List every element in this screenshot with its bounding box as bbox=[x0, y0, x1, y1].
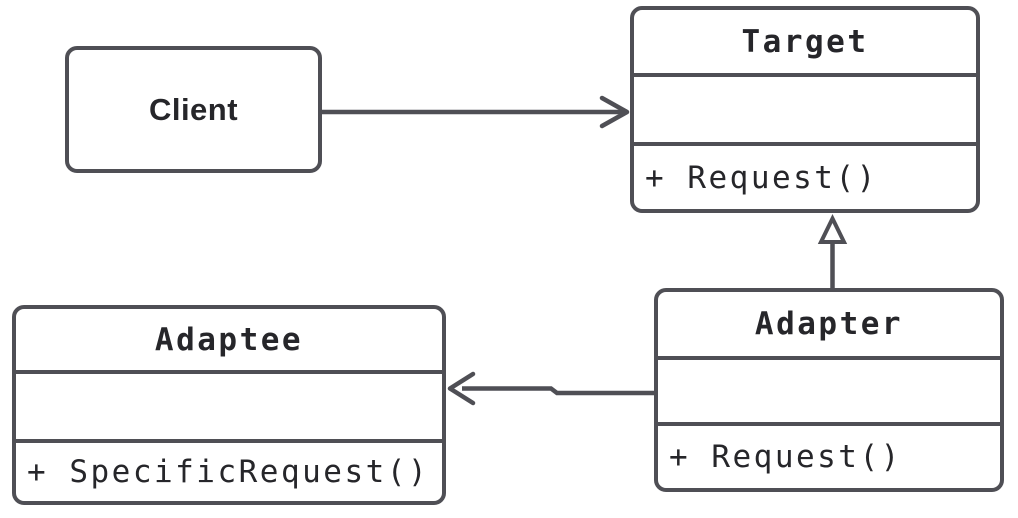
generalization-arrow-adapter-target bbox=[817, 213, 848, 291]
adaptee-class-title: Adaptee bbox=[154, 321, 304, 358]
target-operations-compartment: + Request() bbox=[645, 159, 878, 196]
open-arrowhead-icon bbox=[447, 371, 476, 406]
association-arrow-client-target bbox=[322, 95, 630, 129]
node-client: Client bbox=[65, 46, 322, 173]
association-arrow-adapter-adaptee bbox=[447, 371, 654, 406]
adaptee-operations-compartment: + SpecificRequest() bbox=[27, 454, 430, 490]
adapter-attributes-compartment bbox=[658, 356, 1000, 426]
class-box-adaptee: Adaptee + SpecificRequest() bbox=[12, 305, 446, 505]
adaptee-attributes-compartment bbox=[16, 370, 442, 443]
open-arrowhead-icon bbox=[599, 95, 630, 129]
class-box-adapter: Adapter + Request() bbox=[654, 288, 1004, 492]
target-attributes-compartment bbox=[634, 73, 976, 146]
hollow-triangle-arrowhead-icon bbox=[817, 213, 848, 244]
class-box-target: Target + Request() bbox=[630, 6, 980, 213]
target-class-title: Target bbox=[741, 23, 869, 60]
adapter-operations-compartment: + Request() bbox=[669, 439, 902, 475]
client-label: Client bbox=[148, 91, 239, 127]
adapter-class-title: Adapter bbox=[754, 306, 904, 342]
